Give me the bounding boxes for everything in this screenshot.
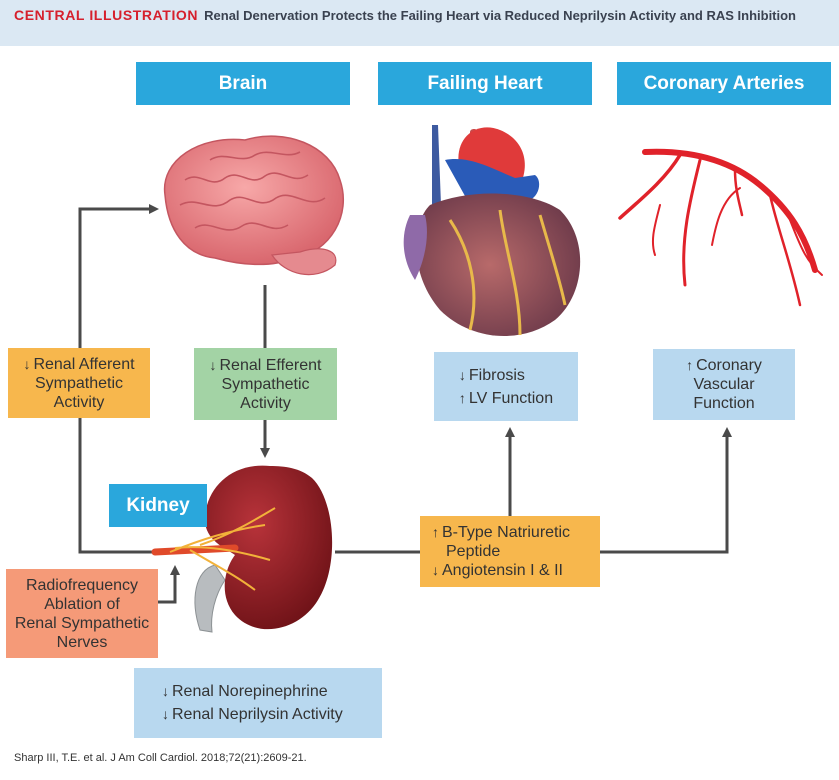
coronary-line1: Coronary bbox=[696, 357, 762, 374]
neprilysin-text: Renal Neprilysin Activity bbox=[172, 706, 343, 723]
down-arrow-icon: ↓ bbox=[432, 562, 439, 578]
down-arrow-icon: ↓ bbox=[162, 706, 169, 722]
down-arrow-icon: ↓ bbox=[162, 683, 169, 699]
coronary-line3: Function bbox=[693, 395, 755, 412]
renal-efferent-box: ↓Renal Efferent Sympathetic Activity bbox=[194, 348, 337, 420]
coronary-arteries-title: Coronary Arteries bbox=[617, 62, 831, 105]
coronary-function-box: ↑Coronary Vascular Function bbox=[653, 349, 795, 420]
ablation-line2: Ablation of bbox=[44, 595, 120, 613]
natriuretic-to-coronary-connector bbox=[600, 427, 732, 554]
brain-title: Brain bbox=[136, 62, 350, 105]
afferent-line3: Activity bbox=[53, 393, 105, 411]
peptide-text: Peptide bbox=[446, 543, 501, 560]
up-arrow-icon: ↑ bbox=[458, 389, 466, 406]
header-banner bbox=[0, 0, 839, 46]
kidney-illustration bbox=[151, 465, 333, 633]
coronary-line2: Vascular bbox=[693, 376, 755, 393]
efferent-line2: Sympathetic bbox=[221, 375, 310, 393]
kidney-title: Kidney bbox=[109, 484, 207, 527]
failing-heart-title: Failing Heart bbox=[378, 62, 592, 105]
fibrosis-text: Fibrosis bbox=[468, 366, 525, 384]
header-text: CENTRAL ILLUSTRATION Renal Denervation Pr… bbox=[14, 6, 829, 25]
angiotensin-text: Angiotensin I & II bbox=[442, 562, 563, 579]
down-arrow-icon: ↓ bbox=[23, 355, 31, 372]
down-arrow-icon: ↓ bbox=[209, 356, 217, 373]
heart-effects-box: ↓Fibrosis ↑LV Function bbox=[434, 352, 578, 421]
coronary-illustration bbox=[618, 148, 823, 307]
down-arrow-icon: ↓ bbox=[458, 366, 466, 383]
efferent-line1: Renal Efferent bbox=[219, 356, 322, 374]
afferent-line2: Sympathetic bbox=[34, 374, 124, 392]
renal-markers-box: ↓Renal Norepinephrine ↓Renal Neprilysin … bbox=[134, 668, 382, 738]
heart-illustration bbox=[403, 125, 581, 337]
natriuretic-box: ↑B-Type Natriuretic Peptide ↓Angiotensin… bbox=[420, 516, 600, 587]
ablation-line3: Renal Sympathetic bbox=[14, 614, 150, 632]
brain-illustration bbox=[163, 135, 345, 276]
bnp-text: B-Type Natriuretic bbox=[442, 524, 571, 541]
lv-function-text: LV Function bbox=[468, 389, 554, 407]
renal-afferent-box: ↓Renal Afferent Sympathetic Activity bbox=[8, 348, 150, 418]
up-arrow-icon: ↑ bbox=[432, 524, 439, 540]
header-title: Renal Denervation Protects the Failing H… bbox=[204, 8, 797, 23]
afferent-line1: Renal Afferent bbox=[33, 355, 135, 373]
ablation-line4: Nerves bbox=[56, 633, 108, 651]
ablation-box: Radiofrequency Ablation of Renal Sympath… bbox=[6, 569, 158, 658]
up-arrow-icon: ↑ bbox=[686, 357, 694, 373]
ablation-connector bbox=[158, 565, 180, 604]
norepinephrine-text: Renal Norepinephrine bbox=[172, 683, 328, 700]
header-label: CENTRAL ILLUSTRATION bbox=[14, 7, 199, 23]
citation: Sharp III, T.E. et al. J Am Coll Cardiol… bbox=[14, 752, 307, 764]
efferent-line3: Activity bbox=[240, 394, 291, 412]
ablation-line1: Radiofrequency bbox=[25, 576, 139, 594]
